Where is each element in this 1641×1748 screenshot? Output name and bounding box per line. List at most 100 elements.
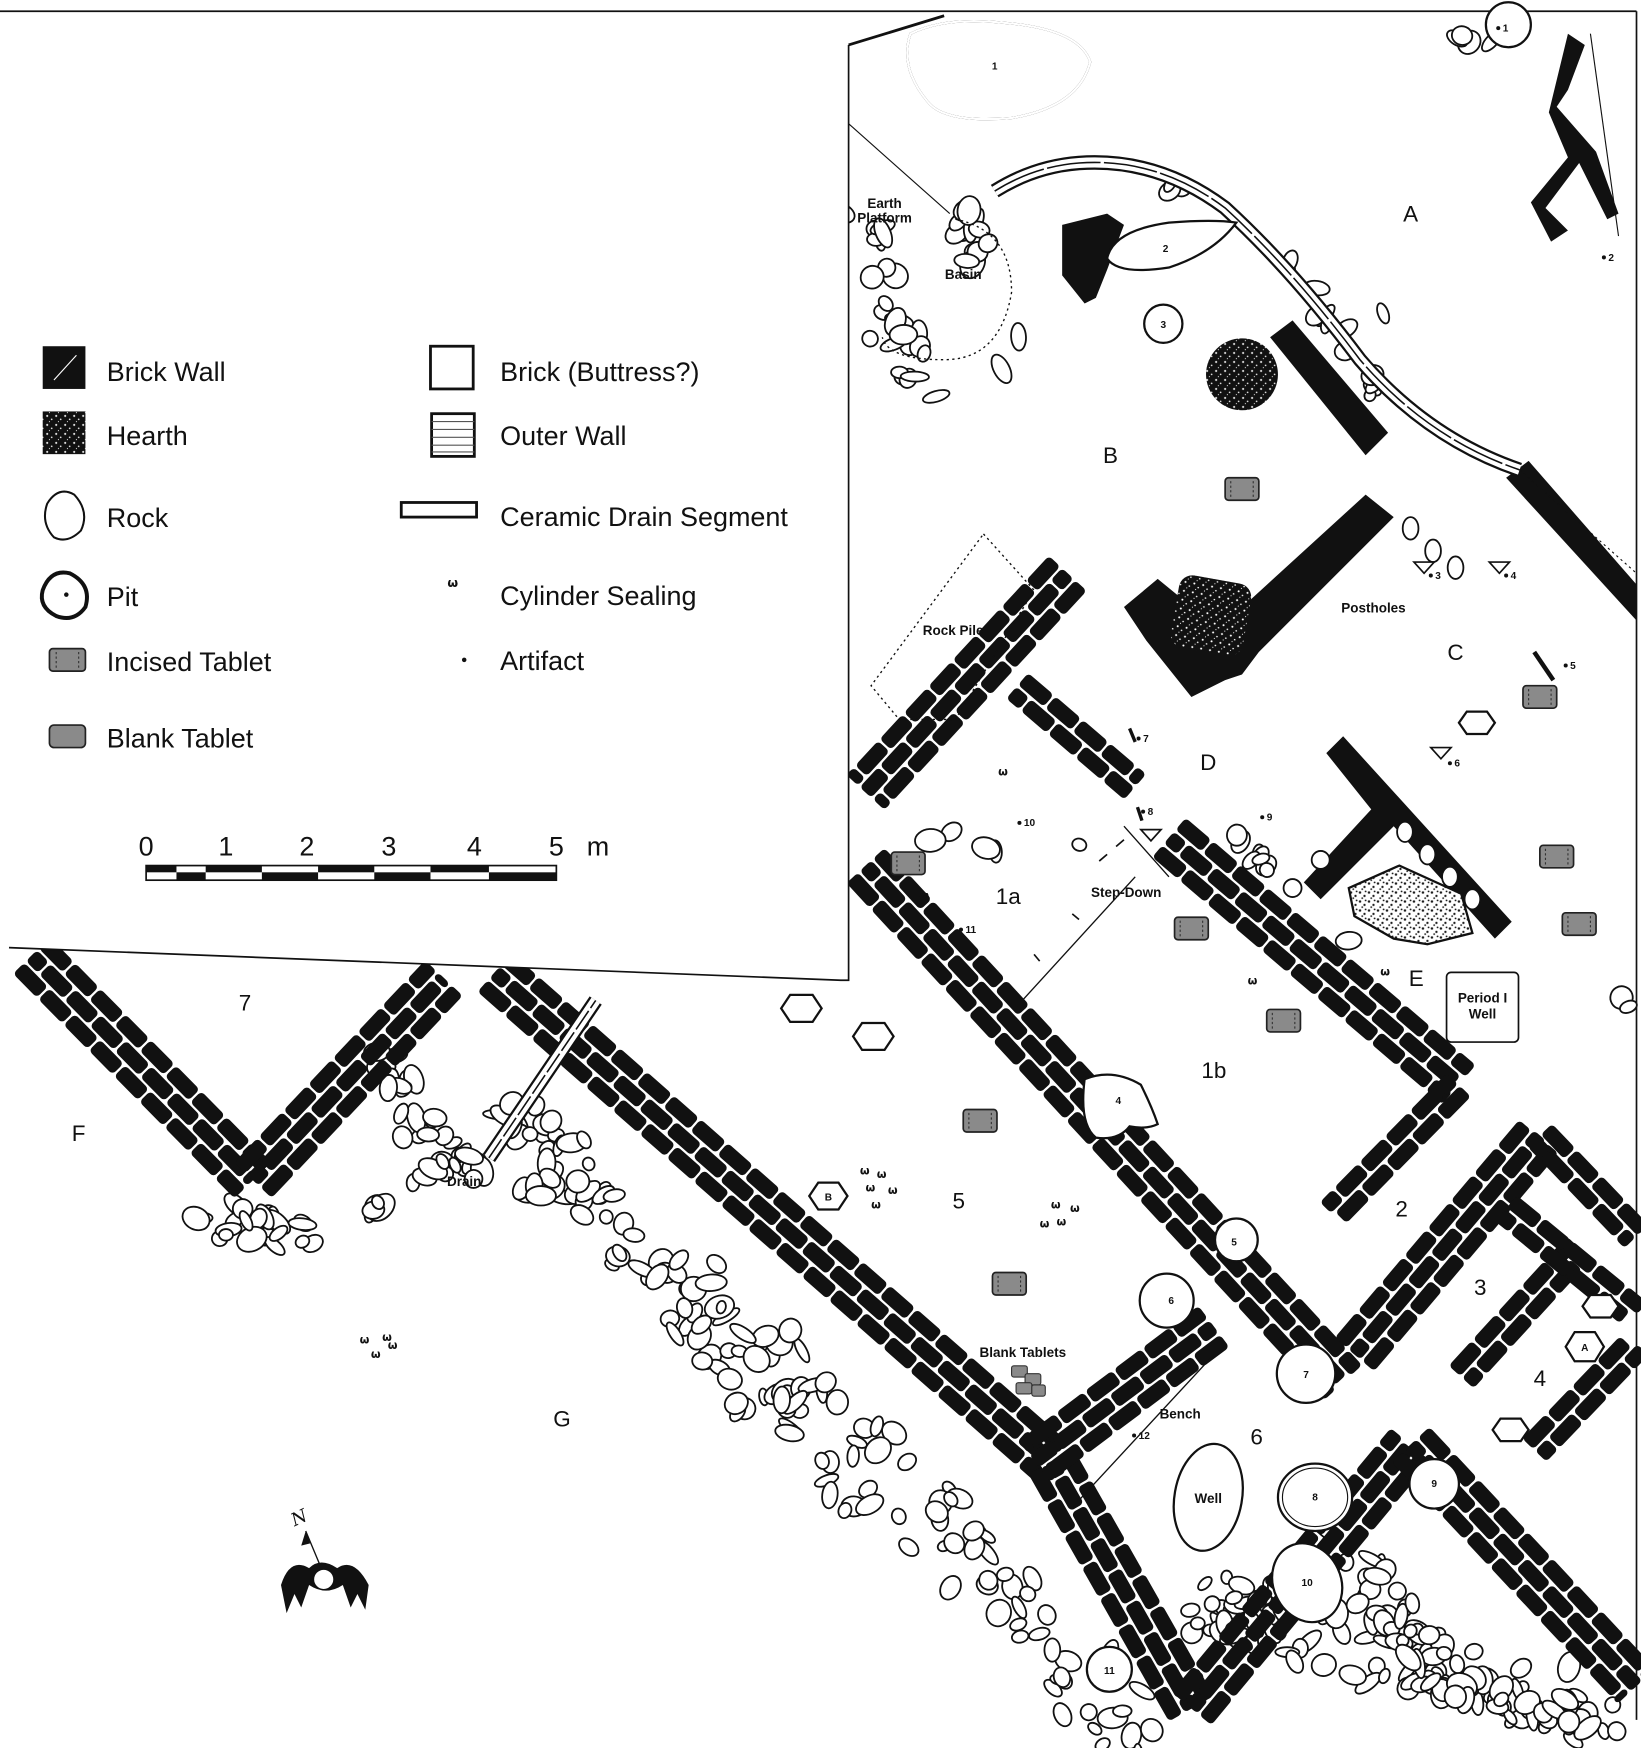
brick bbox=[1101, 744, 1134, 776]
brick-wall-swatch bbox=[42, 346, 86, 389]
brick bbox=[1437, 1087, 1470, 1119]
brick bbox=[1512, 1223, 1545, 1254]
pit-1: 1 bbox=[906, 20, 1092, 121]
brick bbox=[166, 1067, 198, 1099]
legend-item-ceramic-drain: Ceramic Drain Segment bbox=[399, 501, 788, 532]
brick bbox=[1452, 1176, 1483, 1209]
brick bbox=[1344, 985, 1377, 1016]
brick bbox=[90, 1041, 122, 1073]
rock bbox=[1619, 999, 1638, 1014]
artifact-number: 5 bbox=[1570, 661, 1576, 672]
brick bbox=[1232, 866, 1265, 897]
area-label-g: G bbox=[553, 1407, 570, 1432]
rock bbox=[238, 1210, 254, 1232]
brick bbox=[1499, 1289, 1530, 1322]
cylinder-sealing-icon: ω bbox=[888, 1184, 898, 1197]
brick bbox=[1361, 1497, 1392, 1530]
brick bbox=[611, 1049, 644, 1081]
rock bbox=[869, 1415, 885, 1438]
brick bbox=[1065, 1530, 1093, 1565]
brick bbox=[996, 981, 1028, 1014]
rock bbox=[978, 1569, 999, 1591]
rock bbox=[1376, 302, 1391, 325]
room-label-4: 4 bbox=[1534, 1366, 1546, 1391]
rock bbox=[435, 1153, 450, 1170]
cylinder-sealing-icon: ω bbox=[1051, 1198, 1061, 1211]
rock bbox=[1443, 1684, 1467, 1709]
brick bbox=[1361, 1139, 1393, 1172]
brick bbox=[1259, 889, 1292, 920]
bench-label: Bench bbox=[1160, 1407, 1201, 1422]
pit-3: 3 bbox=[1143, 303, 1184, 344]
brick bbox=[1143, 1140, 1174, 1173]
legend-label: Blank Tablet bbox=[107, 724, 254, 754]
brick bbox=[584, 1026, 617, 1057]
period-i-well-label: Well bbox=[1469, 1006, 1496, 1021]
brick bbox=[1090, 1538, 1118, 1573]
legend-item-pit: Pit bbox=[39, 570, 139, 620]
brick bbox=[142, 1067, 174, 1100]
room-label-5: 5 bbox=[952, 1188, 964, 1213]
hearth bbox=[1206, 338, 1278, 411]
brick bbox=[1222, 1637, 1253, 1670]
rock bbox=[1112, 1704, 1133, 1718]
rock-pile-label: Rock Pile bbox=[923, 623, 984, 638]
artifact-6: 6 bbox=[1447, 759, 1460, 770]
brick bbox=[1201, 1690, 1232, 1724]
legend-label: Pit bbox=[107, 582, 139, 612]
brick bbox=[898, 902, 930, 935]
rock bbox=[716, 1367, 743, 1391]
rock bbox=[448, 1156, 462, 1174]
brick bbox=[1549, 1260, 1581, 1293]
brick bbox=[1108, 1569, 1136, 1604]
brick bbox=[1409, 1256, 1440, 1289]
brick bbox=[336, 1059, 368, 1092]
artifact-dot bbox=[1132, 1433, 1137, 1438]
legend-label: Incised Tablet bbox=[107, 647, 272, 677]
artifact-5: 5 bbox=[1563, 661, 1576, 672]
brick bbox=[722, 1195, 755, 1226]
rock bbox=[825, 1389, 849, 1416]
brick bbox=[665, 1097, 698, 1128]
brick bbox=[935, 1334, 968, 1366]
brick bbox=[1058, 1393, 1091, 1424]
brick bbox=[1180, 845, 1213, 876]
brick bbox=[1242, 1584, 1273, 1618]
brick bbox=[911, 1361, 944, 1393]
brick bbox=[979, 636, 1010, 669]
brick bbox=[1529, 1137, 1549, 1158]
blank-tablets-label: Blank Tablets bbox=[980, 1345, 1067, 1360]
pit-number: 2 bbox=[1163, 244, 1169, 255]
rock bbox=[1010, 322, 1027, 352]
brick bbox=[1083, 1561, 1111, 1596]
brick bbox=[1499, 1121, 1530, 1154]
brick bbox=[803, 1266, 836, 1298]
legend-item-cylinder-sealing: ω Cylinder Sealing bbox=[447, 576, 696, 611]
artifact-4: 4 bbox=[1504, 571, 1517, 582]
brick bbox=[947, 929, 979, 961]
cylinder-sealing-icon: ω bbox=[388, 1339, 398, 1352]
brick bbox=[1263, 1323, 1294, 1356]
brick bbox=[1196, 1640, 1227, 1673]
artifact-swatch bbox=[461, 657, 467, 663]
rock bbox=[1404, 1592, 1421, 1615]
brick bbox=[1214, 1270, 1246, 1303]
brick bbox=[1387, 1138, 1419, 1171]
rock bbox=[1226, 823, 1248, 847]
rock bbox=[890, 1507, 907, 1526]
brick bbox=[1101, 1593, 1129, 1627]
brick bbox=[1357, 1446, 1388, 1479]
brick bbox=[1194, 1336, 1228, 1366]
brick bbox=[883, 1313, 916, 1344]
cylinder-sealing-icon: ω bbox=[382, 1331, 392, 1344]
brick bbox=[719, 1144, 752, 1176]
brick bbox=[141, 1041, 173, 1074]
brick bbox=[1108, 1401, 1142, 1431]
brick bbox=[874, 793, 890, 809]
north-label: N bbox=[287, 1505, 312, 1532]
brick bbox=[848, 769, 864, 784]
brick bbox=[854, 1263, 887, 1294]
brick bbox=[749, 1219, 782, 1250]
brick-wall bbox=[1523, 1338, 1641, 1460]
